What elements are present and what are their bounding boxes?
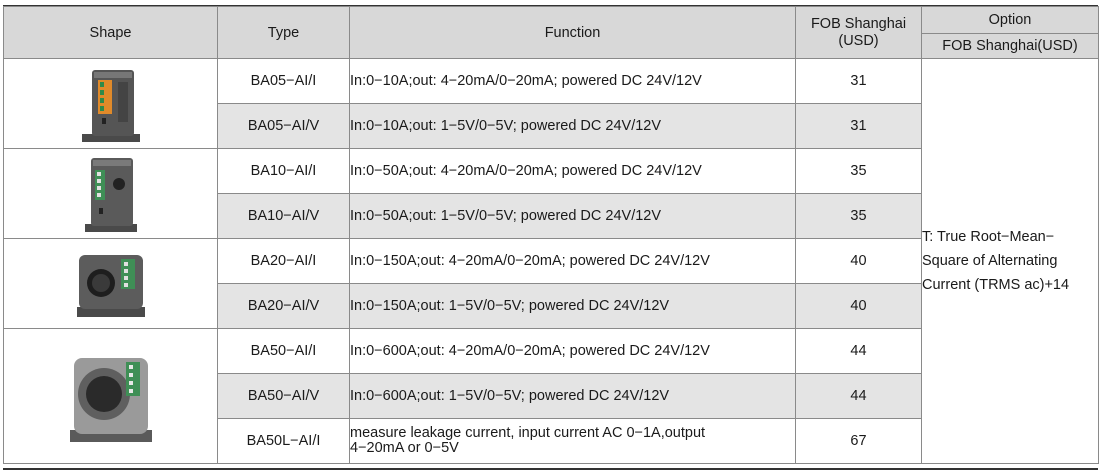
cell-price: 31 [795, 58, 922, 104]
cell-function: In:0−10A;out: 4−20mA/0−20mA; powered DC … [349, 58, 796, 104]
table-row: BA20−AI/V In:0−150A;out: 1−5V/0−5V; powe… [4, 283, 1099, 329]
cell-type: BA20−AI/V [217, 283, 350, 329]
table-row: BA50−AI/I In:0−600A;out: 4−20mA/0−20mA; … [3, 328, 1099, 464]
cell-price: 44 [795, 373, 922, 419]
cell-function: In:0−50A;out: 1−5V/0−5V; powered DC 24V/… [349, 193, 796, 239]
cell-function: In:0−150A;out: 4−20mA/0−20mA; powered DC… [349, 238, 796, 284]
cell-type: BA10−AI/I [217, 148, 350, 194]
sensor-ba05-icon [81, 69, 140, 142]
product-image-ba05 [3, 58, 218, 149]
sensor-ba50-icon [69, 358, 152, 442]
header-fob-line1: FOB Shanghai [810, 15, 907, 32]
header-shape: Shape [3, 6, 218, 59]
cell-function: In:0−600A;out: 1−5V/0−5V; powered DC 24V… [349, 373, 796, 419]
cell-type: BA05−AI/V [217, 103, 350, 149]
sensor-ba20-icon [76, 254, 145, 317]
cell-type: BA50−AI/I [217, 328, 350, 374]
option-description: T: True Root−Mean− Square of Alternating… [921, 58, 1099, 464]
cell-function: In:0−150A;out: 1−5V/0−5V; powered DC 24V… [349, 283, 796, 329]
cell-price: 40 [795, 283, 922, 329]
sensor-ba10-icon [84, 157, 137, 232]
cell-type: BA50−AI/V [217, 373, 350, 419]
cell-type: BA20−AI/I [217, 238, 350, 284]
cell-function: measure leakage current, input current A… [349, 418, 796, 464]
cell-type: BA50L−AI/I [217, 418, 350, 464]
header-option-sub: FOB Shanghai(USD) [921, 33, 1099, 59]
header-fob: FOB Shanghai (USD) [795, 6, 922, 59]
header-fob-line2: (USD) [838, 32, 879, 49]
cell-price: 35 [795, 193, 922, 239]
product-image-ba50 [3, 328, 218, 464]
cell-function-line2: 4−20mA or 0−5V [350, 440, 459, 456]
table-row: BA10−AI/I In:0−50A;out: 4−20mA/0−20mA; p… [3, 148, 1099, 239]
header-type: Type [217, 6, 350, 59]
price-table: Shape Type Function FOB Shanghai (USD) O… [3, 6, 1099, 464]
option-line2: Square of Alternating [922, 253, 1058, 269]
product-image-ba20 [3, 238, 218, 329]
bottom-rule [3, 468, 1098, 470]
option-line3: Current (TRMS ac)+14 [922, 277, 1070, 293]
option-line1: T: True Root−Mean− [922, 229, 1055, 245]
cell-price: 44 [795, 328, 922, 374]
header-option: Option [921, 6, 1099, 34]
cell-function: In:0−600A;out: 4−20mA/0−20mA; powered DC… [349, 328, 796, 374]
cell-price: 31 [795, 103, 922, 149]
cell-price: 67 [795, 418, 922, 464]
table-row: BA05−AI/V In:0−10A;out: 1−5V/0−5V; power… [4, 103, 1099, 149]
cell-function-line1: measure leakage current, input current A… [350, 425, 706, 441]
table-row: BA20−AI/I In:0−150A;out: 4−20mA/0−20mA; … [3, 238, 1099, 329]
cell-type: BA05−AI/I [217, 58, 350, 104]
cell-function: In:0−10A;out: 1−5V/0−5V; powered DC 24V/… [349, 103, 796, 149]
product-image-ba10 [3, 148, 218, 239]
header-function: Function [349, 6, 796, 59]
cell-price: 40 [795, 238, 922, 284]
cell-type: BA10−AI/V [217, 193, 350, 239]
table-row: BA10−AI/V In:0−50A;out: 1−5V/0−5V; power… [4, 193, 1099, 239]
cell-price: 35 [795, 148, 922, 194]
table-row: BA05−AI/I In:0−10A;out: 4−20mA/0−20mA; p… [3, 58, 1099, 464]
cell-function: In:0−50A;out: 4−20mA/0−20mA; powered DC … [349, 148, 796, 194]
table-row: BA50L−AI/I measure leakage current, inpu… [4, 418, 1099, 464]
table-row: BA50−AI/V In:0−600A;out: 1−5V/0−5V; powe… [4, 373, 1099, 419]
